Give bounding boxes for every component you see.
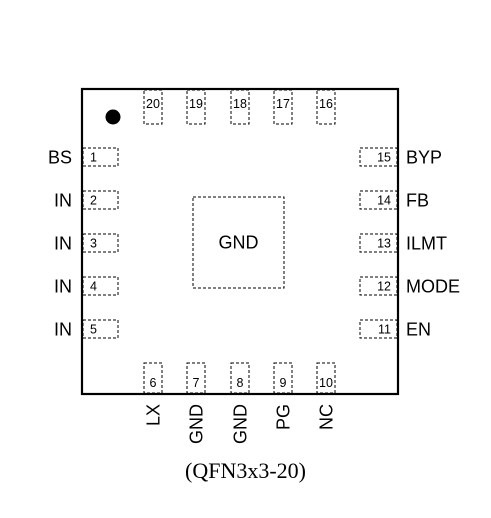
pin-pad [143, 89, 163, 125]
pin-name: GND [187, 404, 207, 444]
pin-name: BS [48, 148, 72, 168]
pin1-indicator-dot [105, 109, 121, 125]
pin-number: 6 [150, 376, 157, 390]
pin-name: FB [406, 191, 429, 211]
pin-pad [316, 89, 336, 125]
pin-pad [186, 362, 206, 394]
pin-pad [359, 233, 398, 253]
pin-number: 12 [377, 280, 391, 294]
pin-number: 9 [280, 376, 287, 390]
pin-pad [82, 233, 119, 253]
pin-pad [82, 319, 119, 339]
exposed-pad-label: GND [219, 233, 259, 253]
pin-name: LX [144, 404, 164, 426]
pin-pad [230, 89, 250, 125]
pin-name: BYP [406, 148, 442, 168]
pin-number: 17 [276, 97, 290, 111]
pin-number: 10 [319, 376, 333, 390]
pin-name: PG [274, 404, 294, 430]
pin-pad [273, 362, 293, 394]
pin-number: 2 [90, 194, 97, 208]
pin-name: IN [54, 234, 72, 254]
pin-pad [230, 362, 250, 394]
package-caption: (QFN3x3-20) [185, 458, 306, 483]
pin-name: EN [406, 320, 431, 340]
pin-pad [82, 276, 119, 296]
pin-number: 20 [146, 97, 160, 111]
pin-number: 14 [377, 194, 391, 208]
pin-number: 5 [90, 323, 97, 337]
pin-number: 15 [377, 151, 391, 165]
pin-pad [273, 89, 293, 125]
pin-name: NC [317, 404, 337, 430]
pin-number: 13 [377, 237, 391, 251]
pin-pad [359, 190, 398, 210]
package-body [80, 87, 400, 396]
pin-number: 7 [193, 376, 200, 390]
pin-number: 1 [90, 151, 97, 165]
pin-name: GND [231, 404, 251, 444]
pin-number: 11 [378, 323, 391, 337]
pin-pad [359, 147, 398, 167]
pin-number: 19 [189, 97, 203, 111]
pin-name: ILMT [406, 234, 447, 254]
pin-pad [82, 190, 119, 210]
pin-name: MODE [406, 277, 460, 297]
pin-pad [359, 276, 398, 296]
pin-number: 3 [90, 237, 97, 251]
pin-number: 4 [90, 280, 97, 294]
pin-pad [82, 147, 119, 167]
pin-name: IN [54, 191, 72, 211]
pin-pad [316, 362, 336, 394]
pin-number: 18 [233, 97, 247, 111]
pin-pad [143, 362, 163, 394]
exposed-pad [192, 196, 285, 289]
pin-name: IN [54, 277, 72, 297]
pin-number: 16 [319, 97, 333, 111]
pin-pad [186, 89, 206, 125]
pin-name: IN [54, 320, 72, 340]
pin-pad [359, 319, 398, 339]
pin-number: 8 [237, 376, 244, 390]
